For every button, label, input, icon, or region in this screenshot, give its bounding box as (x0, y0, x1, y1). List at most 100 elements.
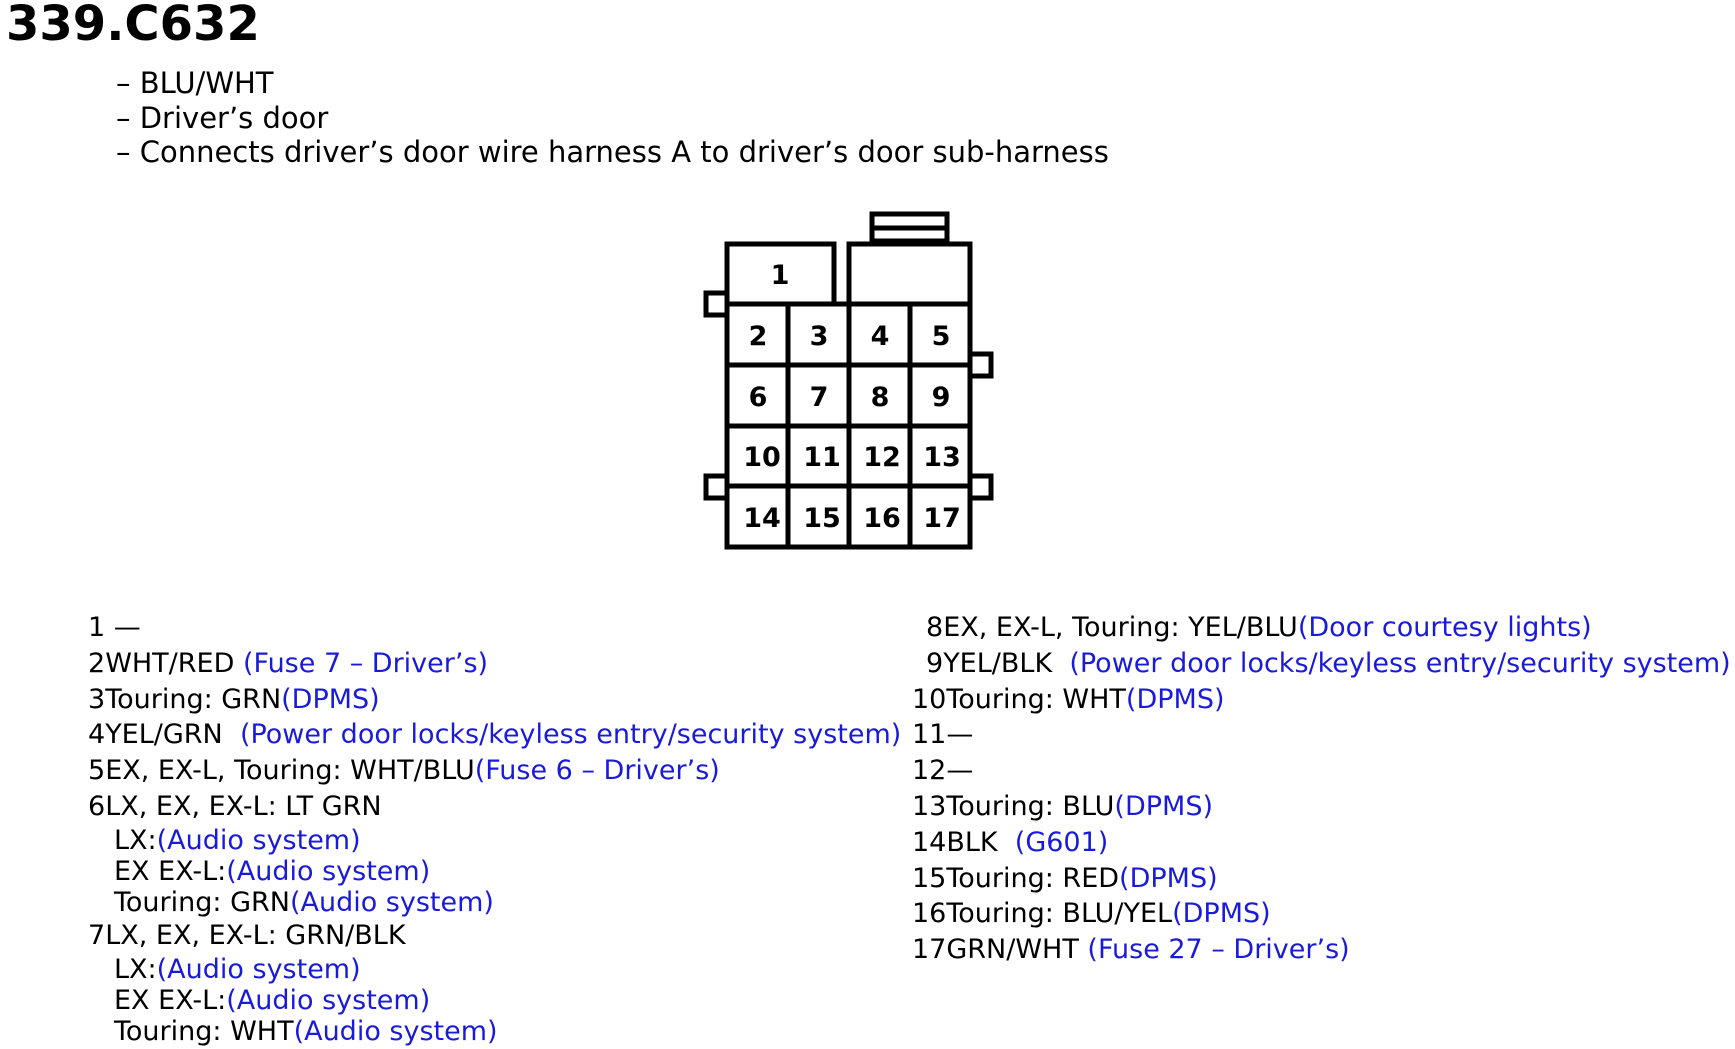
circuit-link[interactable]: (Audio system) (226, 984, 431, 1016)
pin-row-13: 13Touring: BLU(DPMS) (912, 789, 1731, 825)
pin-wire: GRN/WHT (946, 934, 1088, 966)
pin-wire: Touring: WHT (946, 683, 1126, 715)
circuit-link[interactable]: (Audio system) (293, 1015, 498, 1047)
circuit-link[interactable]: (Audio system) (156, 824, 361, 856)
pin-number: 3 (88, 683, 106, 715)
pin-number: 17 (912, 934, 947, 966)
pin-wire: Touring: RED (946, 862, 1120, 894)
circuit-link[interactable]: (Door courtesy lights) (1297, 612, 1592, 643)
cavity-blank-frame (846, 241, 973, 307)
cavity-label: 13 (923, 442, 961, 473)
pin-number: 12 (912, 755, 947, 787)
circuit-link[interactable]: (Audio system) (156, 953, 361, 985)
pin-row-2: 2WHT/RED (Fuse 7 – Driver’s) (88, 646, 901, 682)
pin-wire: BLK (946, 826, 1015, 858)
pin-row-9: 9YEL/BLK (Power door locks/keyless entry… (912, 646, 1731, 682)
cavity-label: 3 (810, 321, 829, 352)
pin-7-variant-ex: EX EX-L:(Audio system) (88, 985, 901, 1016)
connector-notes: – BLU/WHT – Driver’s door – Connects dri… (116, 66, 1109, 170)
cavity-label: 11 (803, 442, 841, 473)
variant-label: Touring: GRN (114, 886, 290, 918)
cavity-label: 8 (871, 382, 890, 413)
pin-wire: WHT/RED (105, 647, 243, 679)
pin-number: 10 (912, 683, 947, 715)
pin-number: 2 (88, 647, 106, 679)
pin-number: 14 (912, 826, 947, 858)
pin-row-12: 12— (912, 753, 1731, 789)
pin-wire: EX, EX-L, Touring: WHT/BLU (105, 755, 475, 787)
note-description: – Connects driver’s door wire harness A … (116, 135, 1109, 169)
pin-row-4: 4YEL/GRN (Power door locks/keyless entry… (88, 717, 901, 753)
pin-number: 9 (926, 647, 944, 679)
cavity-label: 15 (803, 503, 841, 534)
cavity-label: 10 (743, 442, 781, 473)
pin-wire: — (105, 612, 141, 643)
circuit-link[interactable]: (DPMS) (1119, 862, 1218, 894)
cavity-label: 2 (749, 321, 768, 352)
note-color: – BLU/WHT (116, 66, 274, 100)
pin-wire: — (946, 719, 974, 751)
pin-row-1: 1 — (88, 610, 901, 646)
cavity-label: 9 (932, 382, 951, 413)
cavity-label: 7 (810, 382, 829, 413)
side-tab-left-upper (703, 290, 730, 318)
pin-list-left: 1 — 2WHT/RED (Fuse 7 – Driver’s) 3Tourin… (88, 610, 901, 1047)
cavity-label: 14 (743, 503, 781, 534)
cavity-label: 16 (863, 503, 901, 534)
circuit-link[interactable]: (Audio system) (226, 855, 431, 887)
pin-row-15: 15Touring: RED(DPMS) (912, 861, 1731, 897)
pin-6-variant-lx: LX:(Audio system) (88, 825, 901, 856)
pin-7-variant-touring: Touring: WHT(Audio system) (88, 1016, 901, 1047)
pin-row-7: 7LX, EX, EX-L: GRN/BLK (88, 918, 901, 954)
pin-6-variant-touring: Touring: GRN(Audio system) (88, 887, 901, 918)
circuit-link[interactable]: (DPMS) (1172, 898, 1271, 930)
variant-label: Touring: WHT (114, 1015, 294, 1047)
pin-wire: Touring: BLU (946, 790, 1115, 822)
pin-number: 1 (88, 612, 106, 643)
pin-6-variant-ex: EX EX-L:(Audio system) (88, 856, 901, 887)
pin-number: 13 (912, 790, 947, 822)
pin-number: 11 (912, 719, 947, 751)
pin-row-11: 11— (912, 717, 1731, 753)
pin-number: 7 (88, 919, 106, 951)
circuit-link[interactable]: (Fuse 7 – Driver’s) (242, 647, 489, 679)
pin-row-10: 10Touring: WHT(DPMS) (912, 682, 1731, 718)
circuit-link[interactable]: (Fuse 6 – Driver’s) (474, 755, 720, 787)
variant-label: LX: (114, 953, 157, 985)
cavity-label: 17 (923, 503, 961, 534)
pin-number: 5 (88, 755, 106, 787)
circuit-link[interactable]: (Fuse 27 – Driver’s) (1087, 934, 1350, 966)
circuit-link[interactable]: (DPMS) (281, 683, 380, 715)
circuit-link[interactable]: (DPMS) (1125, 683, 1225, 715)
pin-wire: Touring: BLU/YEL (946, 898, 1173, 930)
pin-wire: — (946, 755, 974, 787)
pin-list-right: 8EX, EX-L, Touring: YEL/BLU(Door courtes… (912, 610, 1731, 968)
circuit-link[interactable]: (Audio system) (289, 886, 494, 918)
note-location: – Driver’s door (116, 100, 329, 135)
side-tab-right-lower (967, 473, 994, 501)
pin-number: 8 (926, 612, 944, 643)
pin-wire: EX, EX-L, Touring: YEL/BLU (943, 612, 1298, 643)
circuit-link[interactable]: (DPMS) (1114, 790, 1213, 822)
side-tab-left-lower (703, 473, 730, 501)
circuit-link[interactable]: (G601) (1014, 826, 1109, 858)
circuit-link[interactable]: (Power door locks/keyless entry/security… (1069, 647, 1731, 679)
cavity-label: 1 (771, 260, 790, 291)
pin-number: 4 (88, 719, 106, 751)
pin-wire: YEL/BLK (943, 647, 1070, 679)
pin-row-17: 17GRN/WHT (Fuse 27 – Driver’s) (912, 932, 1731, 968)
pin-row-5: 5EX, EX-L, Touring: WHT/BLU(Fuse 6 – Dri… (88, 753, 901, 789)
pin-7-variant-lx: LX:(Audio system) (88, 954, 901, 985)
pin-row-16: 16Touring: BLU/YEL(DPMS) (912, 896, 1731, 932)
pin-wire: LX, EX, EX-L: LT GRN (105, 790, 382, 822)
cavity-label: 5 (932, 321, 951, 352)
side-tab-right-upper (967, 351, 994, 379)
cavity-label: 12 (863, 442, 901, 473)
circuit-link[interactable]: (Power door locks/keyless entry/security… (239, 719, 902, 751)
variant-label: LX: (114, 824, 157, 856)
pin-number: 6 (88, 790, 106, 822)
cavity-label: 6 (749, 382, 768, 413)
pin-number: 15 (912, 862, 947, 894)
pin-row-8: 8EX, EX-L, Touring: YEL/BLU(Door courtes… (912, 610, 1731, 646)
